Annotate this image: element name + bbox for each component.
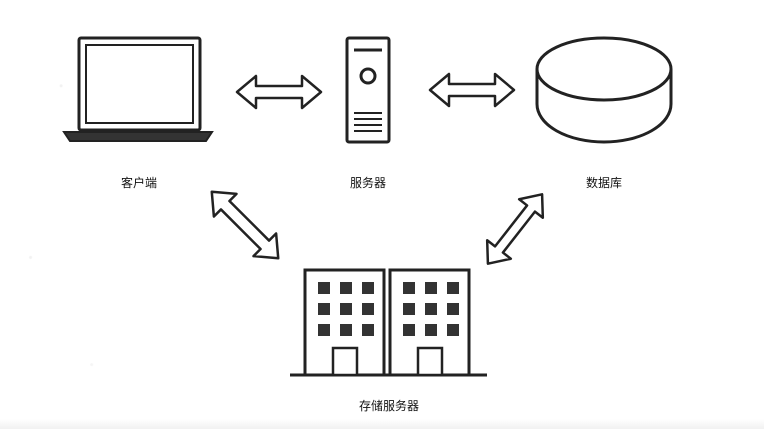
client-storage-arrow (210, 190, 280, 260)
storage-label: 存储服务器 (358, 399, 420, 413)
client-label: 客户端 (120, 176, 158, 190)
client-server-arrow (235, 74, 323, 110)
database-label: 数据库 (585, 176, 623, 190)
server-tower-icon (345, 36, 391, 144)
database-cylinder-icon (535, 36, 673, 144)
server-database-arrow (428, 72, 516, 108)
database-storage-arrow (485, 193, 545, 265)
server-label: 服务器 (349, 176, 387, 190)
office-buildings-icon (290, 268, 487, 377)
laptop-icon (62, 36, 214, 142)
bottom-shade (0, 419, 764, 429)
